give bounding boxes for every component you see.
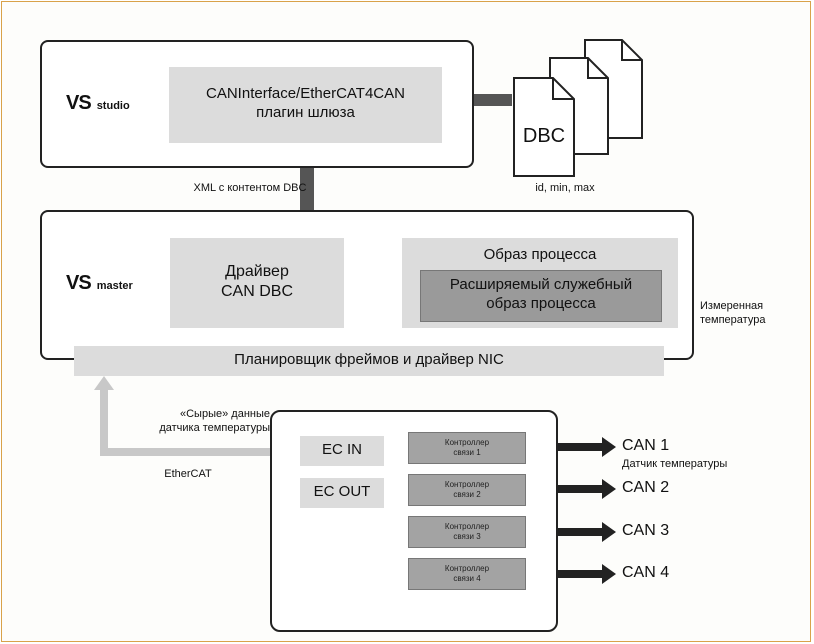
can-3-label: CAN 3 <box>622 522 670 539</box>
controller-3-line2: связи 3 <box>453 532 481 541</box>
ec-out-box <box>300 478 384 508</box>
scheduler-label: Планировщик фреймов и драйвер NIC <box>234 351 504 368</box>
raw-data-line2: датчика температуры <box>159 421 270 434</box>
controller-2-line2: связи 2 <box>453 490 481 499</box>
process-image-title: Образ процесса <box>483 246 597 263</box>
dbc-caption: id, min, max <box>535 182 595 194</box>
gateway-plugin-line2: плагин шлюза <box>256 103 355 121</box>
measured-temp-line1: Измеренная <box>700 300 764 312</box>
controller-2: Контроллер связи 2 <box>408 474 526 506</box>
raw-data-caption: «Сырые» данные датчика температуры <box>110 408 270 436</box>
measured-temperature: Измеренная температура <box>700 300 810 328</box>
driver-box <box>170 238 344 328</box>
temp-sensor-label: Датчик температуры <box>622 458 728 470</box>
vs-master-logo: VS master <box>66 272 133 295</box>
controller-1: Контроллер связи 1 <box>408 432 526 464</box>
vs-logo-letters: VS <box>66 92 92 114</box>
gateway-plugin-label: CANInterface/EtherCAT4CAN плагин шлюза <box>169 85 442 123</box>
driver-label: Драйвер CAN DBC <box>170 262 344 302</box>
dbc-label: DBC <box>522 125 566 147</box>
controller-4: Контроллер связи 4 <box>408 558 526 590</box>
controller-3-line1: Контроллер <box>444 522 490 531</box>
gateway-plugin-line1: CANInterface/EtherCAT4CAN <box>206 85 405 102</box>
can-2-label: CAN 2 <box>622 479 670 496</box>
controller-2-line1: Контроллер <box>444 480 490 489</box>
can-4-label: CAN 4 <box>622 564 670 581</box>
vs-logo-word: studio <box>96 100 130 112</box>
gateway-plugin-box <box>169 67 442 143</box>
extended-process-image-label: Расширяемый служебный образ процесса <box>420 276 662 314</box>
extended-process-image-box <box>420 270 662 322</box>
controller-3: Контроллер связи 3 <box>408 516 526 548</box>
raw-data-line1: «Сырые» данные <box>180 408 270 420</box>
measured-temp-line2: температура <box>700 313 766 326</box>
driver-line2: CAN DBC <box>220 283 293 300</box>
controller-4-line1: Контроллер <box>444 564 490 573</box>
ext-line1: Расширяемый служебный <box>449 276 633 293</box>
ec-out-label: EC OUT <box>313 483 371 500</box>
vs-master-logo-word: master <box>96 280 133 292</box>
vs-studio-logo: VS studio <box>66 92 130 115</box>
ec-in-box <box>300 436 384 466</box>
xml-down-arrow <box>290 146 324 236</box>
dbc-document-stack <box>513 39 643 177</box>
controller-1-line2: связи 1 <box>453 448 481 457</box>
can-1-label: CAN 1 <box>622 437 670 454</box>
controller-1-line1: Контроллер <box>444 438 490 447</box>
controller-4-line2: связи 4 <box>453 574 481 583</box>
ec-in-label: EC IN <box>321 441 362 458</box>
vs-master-logo-letters: VS <box>66 272 92 294</box>
driver-line1: Драйвер <box>225 263 289 280</box>
ethercat-label: EtherCAT <box>164 468 212 480</box>
can-arrows <box>526 437 616 584</box>
scheduler-bar <box>74 346 664 376</box>
ext-line2: образ процесса <box>486 294 596 312</box>
xml-caption: XML с контентом DBC <box>193 182 307 194</box>
